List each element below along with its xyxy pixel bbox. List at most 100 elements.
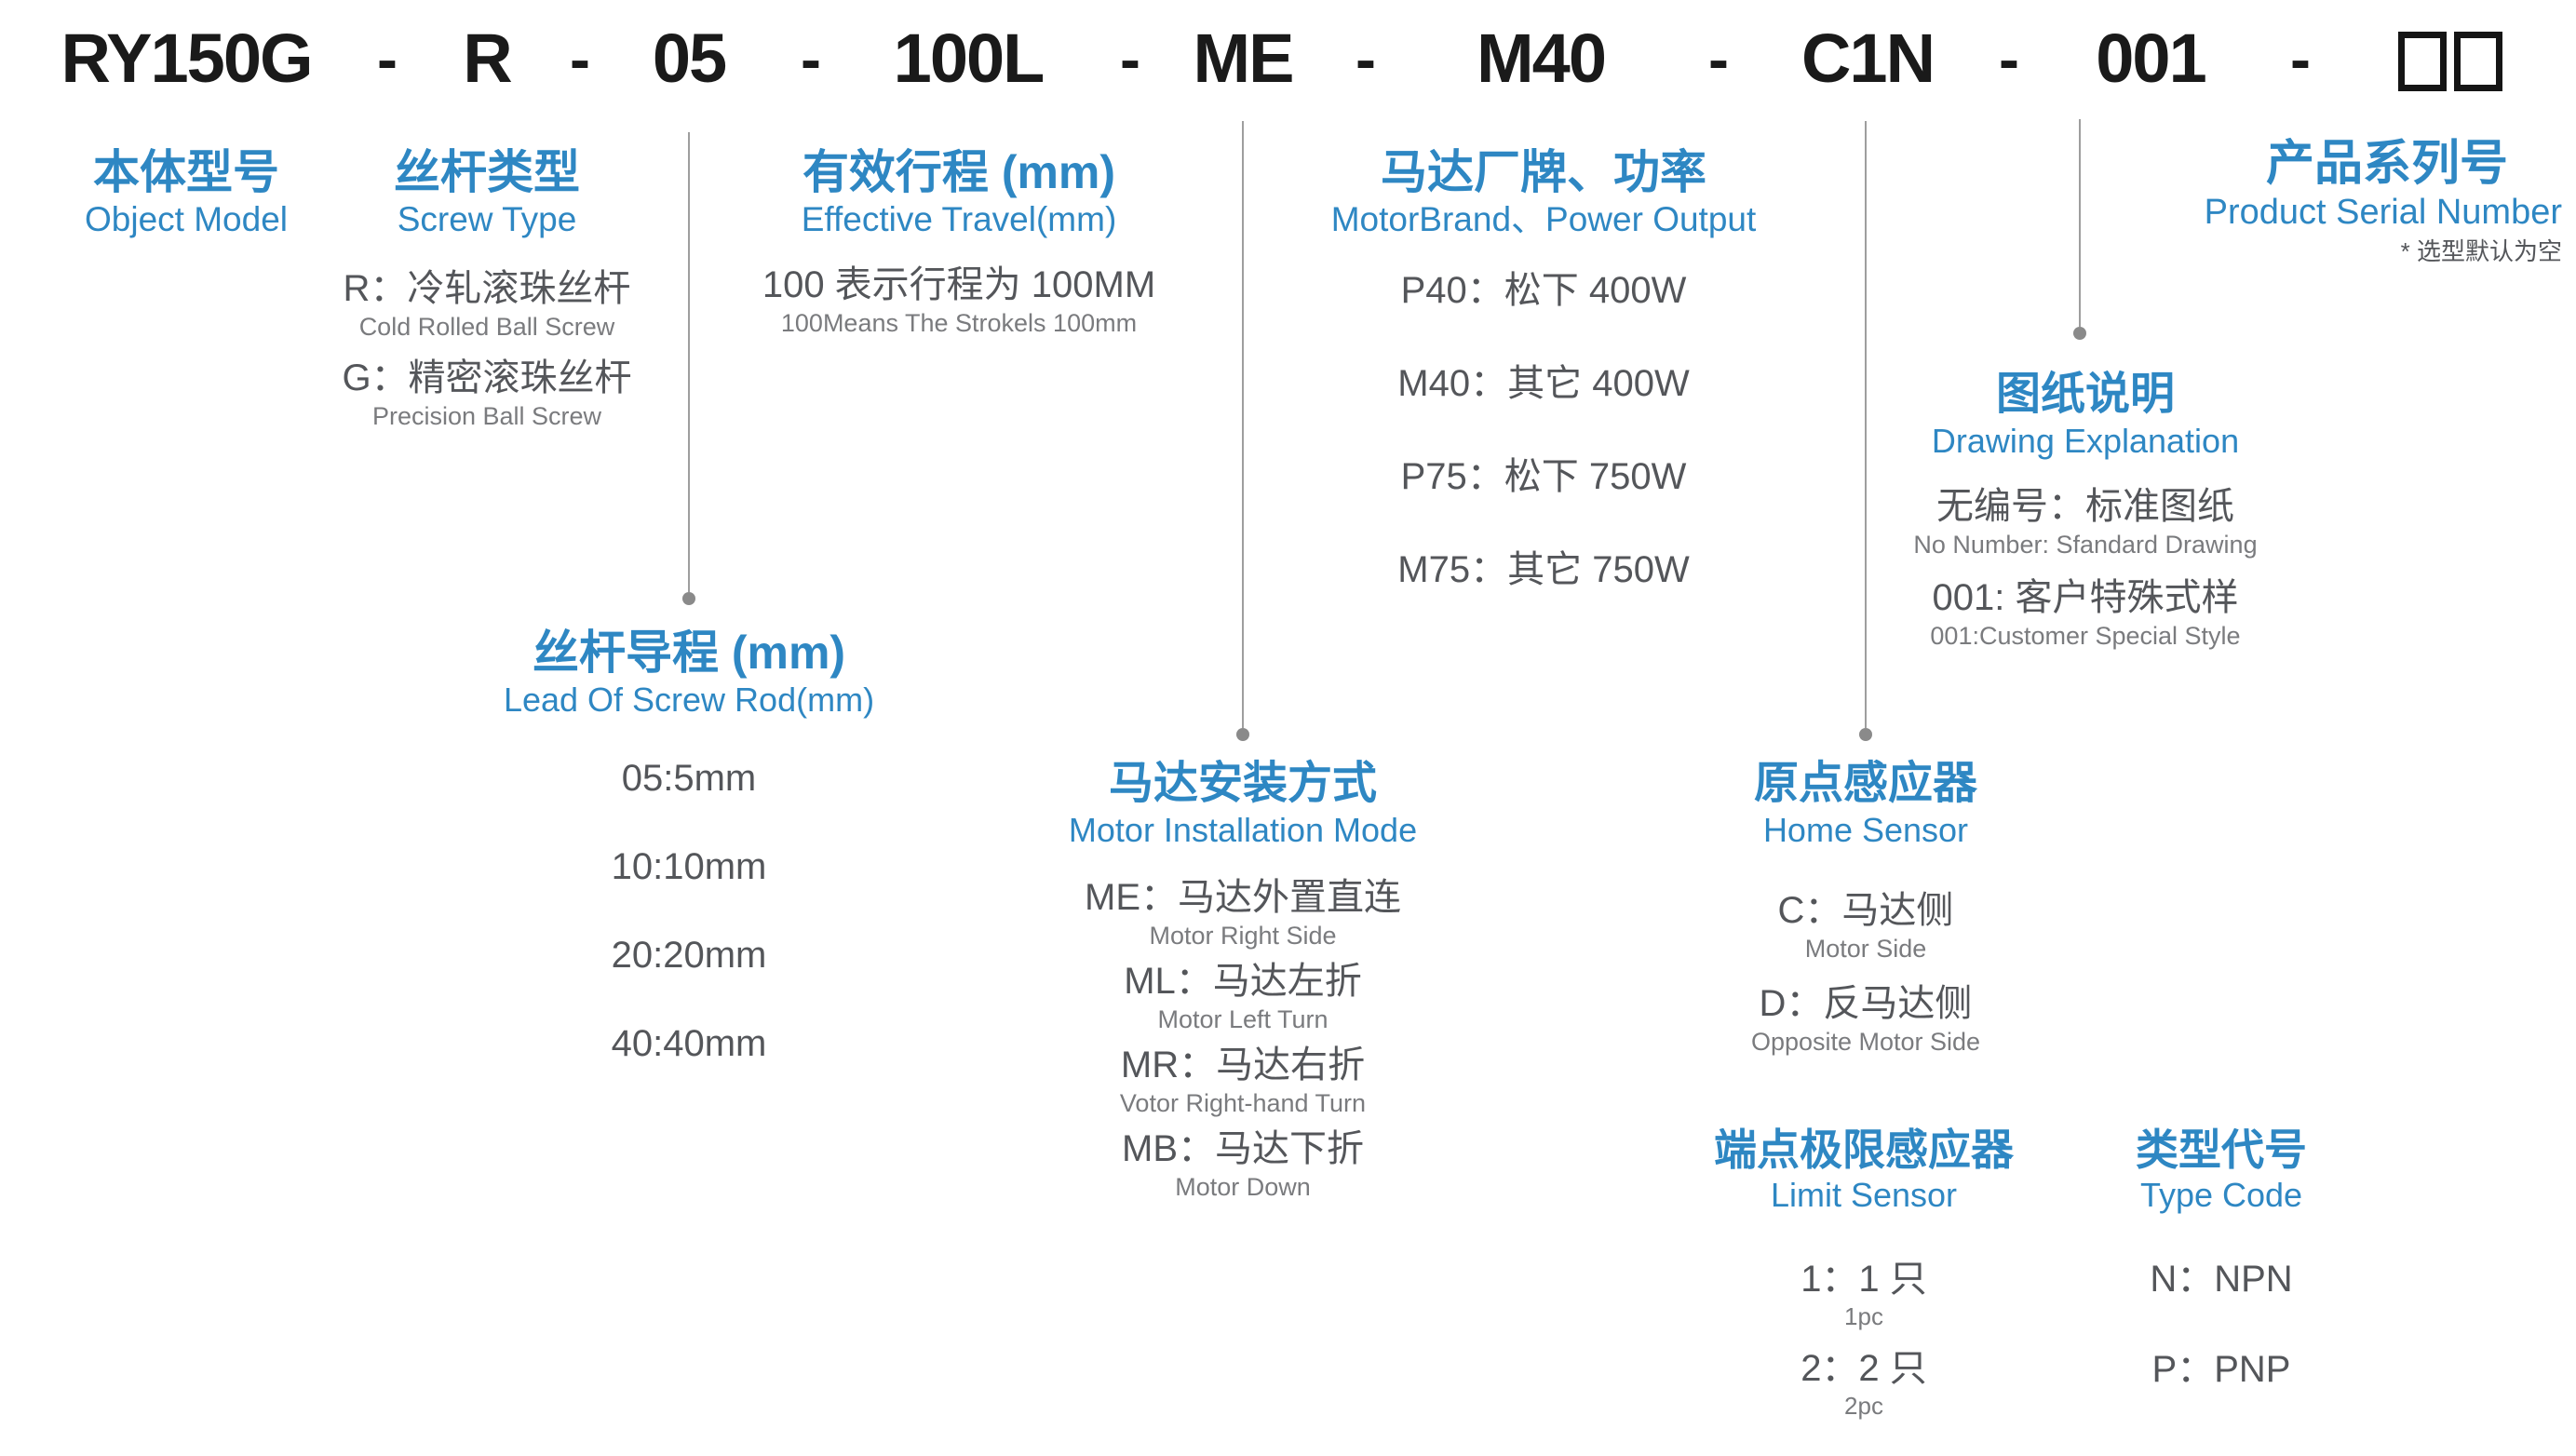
section-screw-type: 丝杆类型 Screw Type R：冷轧滚珠丝杆 Cold Rolled Bal…: [342, 145, 631, 432]
section-home-sensor: 原点感应器 Home Sensor C：马达侧 Motor Side D：反马达…: [1751, 758, 1980, 1058]
option-code-label: MB：马达下折: [1122, 1128, 1364, 1169]
code-separator-dash: -: [2290, 24, 2311, 93]
connector-line-home-sensor: [1865, 121, 1867, 728]
option-code-label: M75：其它 750W: [1397, 549, 1690, 590]
section-title-cn: 产品系列号: [2265, 137, 2508, 191]
option-code-label: C：马达侧: [1777, 890, 1954, 931]
option-code-label: ME：马达外置直连: [1085, 877, 1401, 918]
model-code-row: RY150G - R - 05 - 100L - ME - M40 - C1N …: [0, 19, 2576, 108]
option-en-label: Votor Right-hand Turn: [1119, 1089, 1367, 1117]
option-en-label: Motor Right Side: [1149, 922, 1337, 950]
option-code-label: P40：松下 400W: [1400, 270, 1687, 311]
connector-line-drawing: [2079, 119, 2081, 327]
option-code-label: D：反马达侧: [1759, 983, 1973, 1024]
list-item: 1：1 只 1pc: [1714, 1257, 2014, 1331]
section-title-en: MotorBrand、Power Output: [1330, 200, 1757, 238]
connector-line-screw-lead: [688, 132, 690, 592]
code-segment-motor-brand: M40: [1477, 20, 1607, 97]
section-limit-sensor: 端点极限感应器 Limit Sensor 1：1 只 1pc 2：2 只 2pc: [1714, 1125, 2014, 1421]
section-title-cn: 马达厂牌、功率: [1380, 146, 1706, 198]
code-separator-dash: -: [1120, 24, 1140, 93]
code-separator-dash: -: [570, 24, 590, 93]
option-en-label: Motor Left Turn: [1157, 1005, 1328, 1033]
section-title-en: Object Model: [85, 200, 288, 238]
option-code-label: 40:40mm: [611, 1023, 767, 1064]
placeholder-box-icon: [2394, 32, 2506, 96]
connector-dot-drawing: [2073, 327, 2086, 340]
section-title-cn: 图纸说明: [1995, 370, 2176, 419]
code-segment-screw-lead: 05: [652, 20, 727, 97]
code-segment-motor-install: ME: [1193, 20, 1295, 97]
serial-default-note: * 选型默认为空: [2400, 237, 2562, 265]
option-en-label: 001:Customer Special Style: [1930, 622, 2241, 650]
connector-dot-home-sensor: [1859, 728, 1872, 741]
option-en-label: Motor Down: [1175, 1173, 1311, 1201]
section-title-cn: 本体型号: [93, 146, 279, 198]
option-code-label: G：精密滚珠丝杆: [342, 357, 632, 398]
option-code-label: 100 表示行程为 100MM: [762, 264, 1156, 305]
section-object-model: 本体型号 Object Model: [85, 145, 288, 240]
option-en-label: Opposite Motor Side: [1750, 1028, 1981, 1056]
section-title-en: Screw Type: [397, 200, 577, 238]
section-title-cn: 类型代号: [2136, 1126, 2307, 1174]
section-title-en: Home Sensor: [1762, 811, 1969, 849]
section-title-cn: 端点极限感应器: [1714, 1126, 2014, 1174]
option-code-label: 05:5mm: [621, 758, 757, 799]
option-code-label: P75：松下 750W: [1400, 456, 1687, 497]
section-screw-lead: 丝杆导程 (mm) Lead Of Screw Rod(mm) 05:5mm 1…: [504, 626, 874, 1066]
section-title-cn: 丝杆导程 (mm): [532, 627, 846, 679]
empty-box-icon: [2398, 32, 2447, 91]
connector-dot-screw-lead: [682, 592, 695, 605]
option-code-label: 20:20mm: [611, 935, 767, 976]
option-en-label: Motor Side: [1804, 935, 1927, 963]
section-title-en: Drawing Explanation: [1931, 422, 2240, 460]
list-item: MB：马达下折 Motor Down: [1069, 1126, 1417, 1203]
list-item: G：精密滚珠丝杆 Precision Ball Screw: [342, 356, 631, 432]
list-item: C：马达侧 Motor Side: [1751, 888, 1980, 964]
section-title-cn: 原点感应器: [1753, 759, 1977, 808]
option-en-label: Precision Ball Screw: [371, 402, 602, 430]
section-title-cn: 马达安装方式: [1108, 759, 1377, 808]
option-code-label: R：冷轧滚珠丝杆: [343, 268, 631, 309]
option-en-label: 1pc: [1844, 1302, 1883, 1330]
section-type-code: 类型代号 Type Code N：NPN P：PNP: [2136, 1125, 2307, 1392]
list-item: 2：2 只 2pc: [1714, 1346, 2014, 1421]
option-en-label: Cold Rolled Ball Screw: [358, 313, 615, 341]
section-drawing-explanation: 图纸说明 Drawing Explanation 无编号：标准图纸 No Num…: [1913, 369, 2257, 652]
list-item: ML：马达左折 Motor Left Turn: [1069, 959, 1417, 1035]
section-title-en: Product Serial Number: [2204, 193, 2562, 232]
empty-box-icon: [2454, 32, 2502, 91]
section-title-en: Motor Installation Mode: [1068, 811, 1418, 849]
section-title-cn: 丝杆类型: [394, 146, 580, 198]
section-motor-installation: 马达安装方式 Motor Installation Mode ME：马达外置直连…: [1069, 758, 1417, 1203]
option-code-label: 无编号：标准图纸: [1935, 486, 2234, 527]
list-item: 001: 客户特殊式样 001:Customer Special Style: [1913, 575, 2257, 652]
list-item: D：反马达侧 Opposite Motor Side: [1751, 981, 1980, 1058]
option-code-label: 001: 客户特殊式样: [1932, 577, 2239, 618]
code-segment-sensors: C1N: [1801, 20, 1935, 97]
option-code-label: 2：2 只: [1801, 1348, 1927, 1389]
option-code-label: N：NPN: [2150, 1259, 2293, 1300]
section-title-en: Lead Of Screw Rod(mm): [503, 681, 875, 719]
list-item: 无编号：标准图纸 No Number: Sfandard Drawing: [1913, 484, 2257, 560]
code-separator-dash: -: [1708, 24, 1729, 93]
option-code-label: 1：1 只: [1801, 1259, 1927, 1300]
list-item: R：冷轧滚珠丝杆 Cold Rolled Ball Screw: [342, 266, 631, 343]
code-separator-dash: -: [1999, 24, 2019, 93]
code-segment-travel: 100L: [893, 20, 1045, 97]
option-code-label: P：PNP: [2151, 1349, 2291, 1390]
section-title-en: Type Code: [2139, 1176, 2303, 1214]
section-title-cn: 有效行程 (mm): [802, 146, 1116, 198]
section-motor-brand: 马达厂牌、功率 MotorBrand、Power Output P40：松下 4…: [1331, 145, 1757, 592]
option-code-label: MR：马达右折: [1120, 1045, 1366, 1085]
section-effective-travel: 有效行程 (mm) Effective Travel(mm) 100 表示行程为…: [762, 145, 1155, 339]
code-separator-dash: -: [1355, 24, 1376, 93]
section-title-en: Limit Sensor: [1770, 1176, 1958, 1214]
code-segment-object-model: RY150G: [61, 20, 313, 97]
list-item: ME：马达外置直连 Motor Right Side: [1069, 875, 1417, 951]
connector-line-motor-install: [1242, 121, 1244, 728]
option-code-label: 10:10mm: [611, 846, 767, 887]
list-item: 100 表示行程为 100MM 100Means The Strokels 10…: [762, 263, 1155, 339]
option-en-label: No Number: Sfandard Drawing: [1913, 531, 2258, 559]
